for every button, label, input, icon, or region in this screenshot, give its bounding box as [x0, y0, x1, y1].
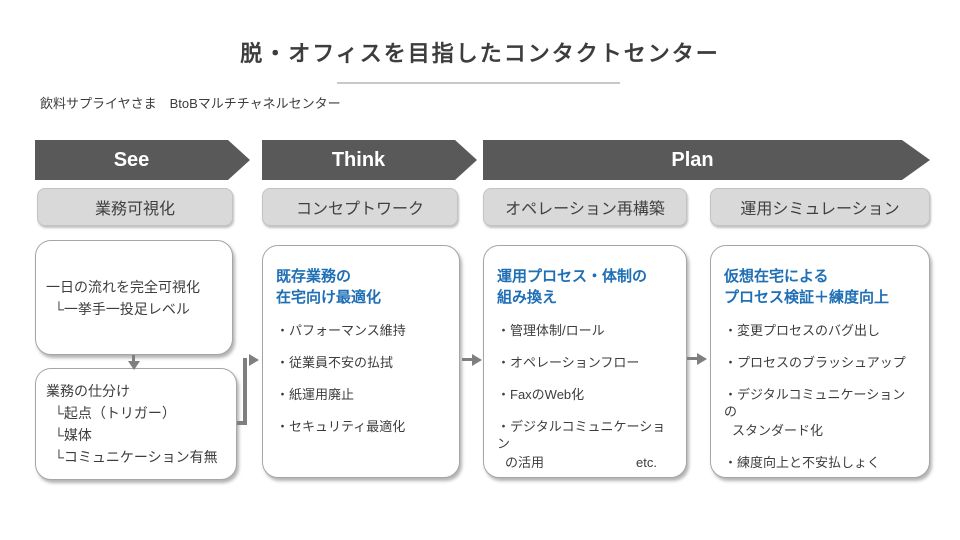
see-box2-line4: └コミュニケーション有無 — [54, 449, 218, 465]
bullet-item: ・練度向上と不安払しょく — [724, 455, 881, 470]
think-box-title: 既存業務の 在宅向け最適化 — [276, 266, 446, 308]
etc-label: etc. — [636, 455, 657, 470]
see-box2-line1: 業務の仕分け — [46, 383, 130, 399]
elbow-connector-vertical — [243, 358, 247, 425]
subtitle: 飲料サプライヤさま BtoBマルチチャネルセンター — [40, 96, 341, 111]
down-arrow-icon — [128, 361, 140, 370]
plan-phase-arrow: Plan — [483, 140, 930, 180]
bullet-item-continuation: スタンダード化 — [732, 423, 824, 438]
bullet-cont-text: の活用 — [505, 455, 545, 470]
plan2-box-title-line2: プロセス検証＋練度向上 — [724, 289, 890, 306]
plan-virtual-home-box: 仮想在宅による プロセス検証＋練度向上 ・変更プロセスのバグ出し ・プロセスのブ… — [710, 245, 930, 478]
down-arrow-connector — [132, 355, 135, 363]
plan2-box-title-line1: 仮想在宅による — [724, 268, 829, 285]
think-box-bullets: ・パフォーマンス維持 ・従業員不安の払拭 ・紙運用廃止 ・セキュリティ最適化 — [276, 322, 446, 435]
stage-label-text: 運用シミュレーション — [740, 201, 900, 218]
plan1-box-title-line2: 組み換え — [497, 289, 558, 306]
bullet-item: ・変更プロセスのバグ出し — [724, 323, 881, 338]
stage-label-operation-rebuild: オペレーション再構築 — [483, 188, 687, 226]
right-arrow-icon-1 — [472, 353, 482, 366]
bullet-item: ・FaxのWeb化 — [497, 387, 585, 402]
see-box1-line1: 一日の流れを完全可視化 — [46, 278, 200, 295]
see-phase-label: See — [113, 148, 150, 171]
think-box-title-line1: 既存業務の — [276, 268, 352, 285]
think-optimization-box: 既存業務の 在宅向け最適化 ・パフォーマンス維持 ・従業員不安の払拭 ・紙運用廃… — [262, 245, 460, 478]
bullet-item: ・紙運用廃止 — [276, 387, 355, 402]
bullet-item: ・オペレーションフロー — [497, 355, 640, 370]
right-arrow-connector-1 — [462, 358, 475, 361]
see-sorting-box: 業務の仕分け └起点（トリガー） └媒体 └コミュニケーション有無 — [35, 368, 237, 480]
stage-label-gyoumu-kashika: 業務可視化 — [37, 188, 233, 226]
page-title: 脱・オフィスを目指したコンタクトセンター — [240, 41, 720, 66]
plan2-box-bullets: ・変更プロセスのバグ出し ・プロセスのブラッシュアップ ・デジタルコミュニケーシ… — [724, 322, 916, 471]
see-box2-line3: └媒体 — [54, 427, 92, 443]
stage-label-text: コンセプトワーク — [295, 201, 424, 218]
bullet-item-continuation: の活用 etc. — [497, 454, 673, 471]
see-phase-arrow: See — [35, 140, 250, 180]
stage-label-text: 業務可視化 — [94, 201, 175, 218]
bullet-item: ・デジタルコミュニケーション — [497, 419, 666, 451]
bullet-item: ・従業員不安の払拭 — [276, 355, 394, 370]
plan1-box-title: 運用プロセス・体制の 組み換え — [497, 266, 673, 308]
bullet-item: ・デジタルコミュニケーションの — [724, 387, 906, 419]
see-box1-line2: └一挙手一投足レベル — [54, 300, 190, 317]
plan2-box-title: 仮想在宅による プロセス検証＋練度向上 — [724, 266, 916, 308]
right-arrow-icon-2 — [697, 352, 707, 365]
plan-phase-label: Plan — [671, 148, 714, 171]
think-box-title-line2: 在宅向け最適化 — [276, 289, 382, 306]
bullet-item: ・セキュリティ最適化 — [276, 419, 406, 434]
see-box2-line2: └起点（トリガー） — [54, 405, 176, 421]
elbow-connector-horizontal — [237, 421, 247, 425]
see-visualization-box: 一日の流れを完全可視化 └一挙手一投足レベル — [35, 240, 233, 355]
think-phase-arrow: Think — [262, 140, 477, 180]
bullet-item: ・プロセスのブラッシュアップ — [724, 355, 906, 370]
right-arrow-connector-2 — [687, 357, 700, 360]
plan-process-rebuild-box: 運用プロセス・体制の 組み換え ・管理体制/ロール ・オペレーションフロー ・F… — [483, 245, 687, 478]
bullet-item: ・パフォーマンス維持 — [276, 323, 406, 338]
title-underline — [337, 82, 620, 84]
stage-label-text: オペレーション再構築 — [505, 201, 665, 218]
stage-label-unyou-simulation: 運用シミュレーション — [710, 188, 930, 226]
bullet-item: ・管理体制/ロール — [497, 323, 605, 338]
stage-label-concept-work: コンセプトワーク — [262, 188, 458, 226]
think-phase-label: Think — [331, 148, 386, 171]
plan1-box-title-line1: 運用プロセス・体制の — [497, 268, 648, 285]
elbow-arrow-icon — [249, 354, 259, 366]
plan1-box-bullets: ・管理体制/ロール ・オペレーションフロー ・FaxのWeb化 ・デジタルコミュ… — [497, 322, 673, 471]
